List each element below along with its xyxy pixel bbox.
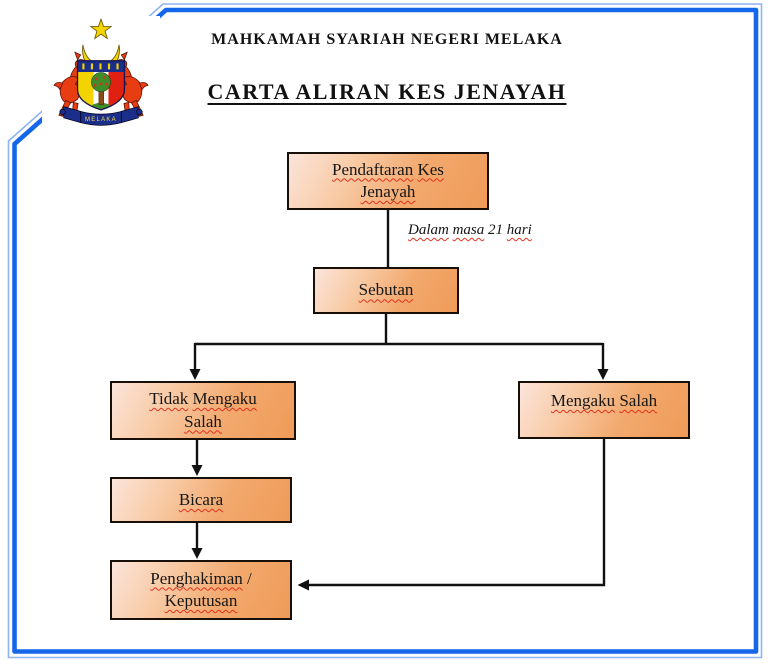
page-border-thick-line xyxy=(12,7,759,654)
flow-node-label: Bicara xyxy=(178,489,224,509)
flow-node-penghakiman-keputusan: Penghakiman / Keputusan xyxy=(110,560,292,620)
crest-star-icon xyxy=(89,17,113,40)
flow-node-bicara: Bicara xyxy=(110,477,292,523)
flow-node-label: Pendaftaran Kes Jenayah xyxy=(332,159,444,201)
edge-label-dalam-masa-21-hari: Dalam masa 21 hari xyxy=(408,222,532,238)
flow-node-pendaftaran-kes-jenayah: Pendaftaran Kes Jenayah xyxy=(287,152,489,210)
connector-mengaku-penghakiman xyxy=(309,438,606,587)
organisation-title: MAHKAMAH SYARIAH NEGERI MELAKA xyxy=(211,31,563,48)
arrowhead-to-penghakiman-top xyxy=(191,548,203,559)
arrowhead-to-mengaku xyxy=(597,369,609,380)
arrowhead-to-bicara xyxy=(191,465,203,476)
melaka-state-crest-logo: MELAKA xyxy=(42,16,160,128)
flow-node-sebutan: Sebutan xyxy=(313,267,459,314)
melaka-crest-icon: MELAKA xyxy=(53,17,149,126)
page-title: CARTA ALIRAN KES JENAYAH xyxy=(207,79,567,104)
arrowhead-to-tidak-mengaku xyxy=(189,369,201,380)
flow-node-label: Penghakiman / Keputusan xyxy=(150,568,252,610)
flow-node-label: Tidak Mengaku Salah xyxy=(149,389,257,431)
crest-shield-icon xyxy=(76,60,126,111)
flow-node-label: Sebutan xyxy=(358,280,414,300)
arrowhead-to-penghakiman-right xyxy=(297,579,309,591)
flow-node-mengaku-salah: Mengaku Salah xyxy=(518,381,690,439)
flow-node-tidak-mengaku-salah: Tidak Mengaku Salah xyxy=(110,381,296,440)
crest-banner-text: MELAKA xyxy=(85,117,117,123)
crest-banner-icon xyxy=(59,106,143,126)
page-border-thin-line xyxy=(7,3,763,659)
flow-node-label: Mengaku Salah xyxy=(550,391,658,410)
